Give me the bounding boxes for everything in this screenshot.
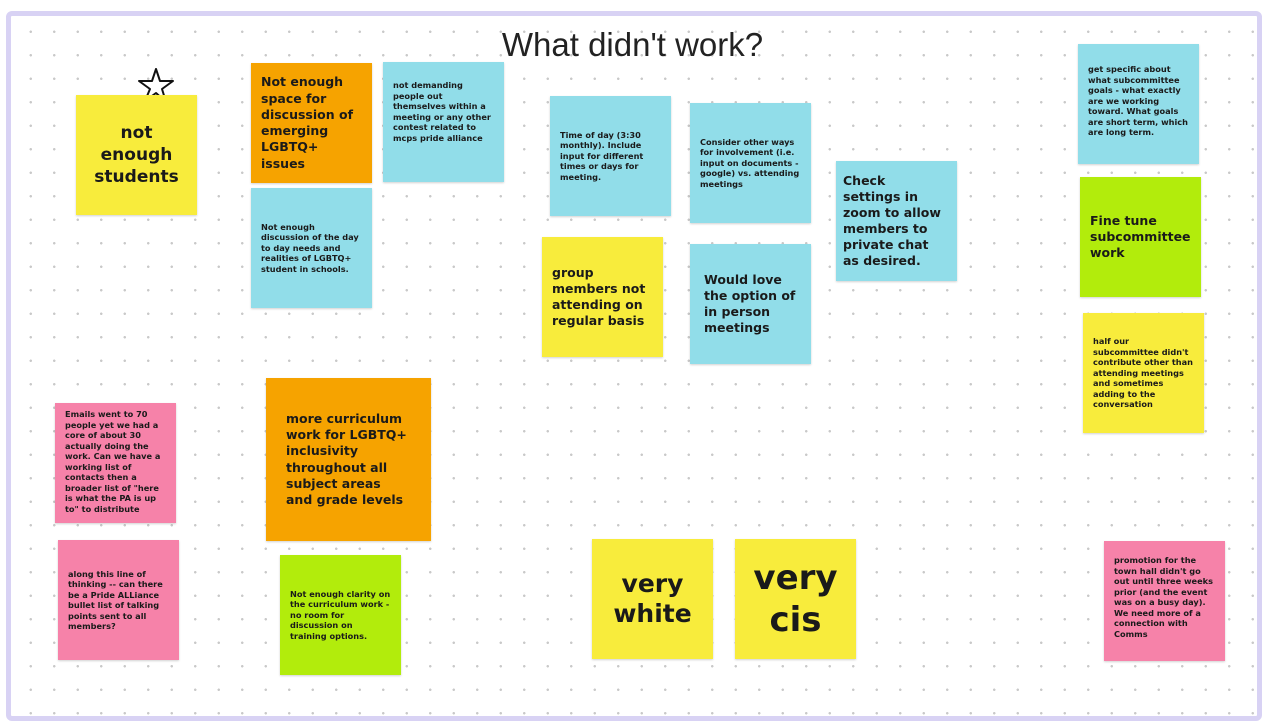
note-text: Not enough space for discussion of emerg…	[261, 74, 354, 171]
sticky-note[interactable]: get specific about what subcommittee goa…	[1078, 44, 1199, 164]
board-title: What didn't work?	[501, 26, 764, 63]
sticky-note[interactable]: Not enough discussion of the day to day …	[251, 188, 372, 308]
sticky-note[interactable]: Would love the option of in person meeti…	[690, 244, 811, 364]
note-text: Not enough discussion of the day to day …	[261, 221, 359, 274]
sticky-note[interactable]: very white	[592, 539, 713, 659]
note-text: Would love the option of in person meeti…	[704, 272, 796, 335]
note-text: half our subcommittee didn't contribute …	[1093, 336, 1193, 410]
note-text: not enough students	[94, 122, 179, 188]
sticky-note[interactable]: not enough students	[76, 95, 197, 215]
sticky-note[interactable]: promotion for the town hall didn't go ou…	[1104, 541, 1225, 661]
sticky-note[interactable]: Consider other ways for involvement (i.e…	[690, 103, 811, 223]
note-text: Time of day (3:30 monthly). Include inpu…	[560, 129, 644, 182]
star-icon	[138, 68, 174, 103]
sticky-note[interactable]: Emails went to 70 people yet we had a co…	[55, 403, 176, 523]
note-text: very white	[613, 569, 692, 628]
note-text: promotion for the town hall didn't go ou…	[1114, 555, 1213, 639]
sticky-note[interactable]: group members not attending on regular b…	[542, 237, 663, 357]
note-text: Fine tune subcommittee work	[1090, 213, 1191, 260]
sticky-note[interactable]: Fine tune subcommittee work	[1080, 177, 1201, 297]
note-text: not demanding people out themselves with…	[393, 80, 491, 143]
note-text: get specific about what subcommittee goa…	[1088, 64, 1188, 137]
note-text: Check settings in zoom to allow members …	[843, 173, 941, 268]
note-text: Consider other ways for involvement (i.e…	[700, 136, 800, 189]
sticky-note[interactable]: half our subcommittee didn't contribute …	[1083, 313, 1204, 433]
note-text: Emails went to 70 people yet we had a co…	[65, 409, 161, 514]
note-text: more curriculum work for LGBTQ+ inclusiv…	[286, 410, 407, 507]
sticky-note[interactable]: Not enough space for discussion of emerg…	[251, 63, 372, 183]
note-text: Not enough clarity on the curriculum wor…	[290, 588, 391, 641]
note-text: along this line of thinking -- can there…	[68, 568, 163, 632]
sticky-note[interactable]: not demanding people out themselves with…	[383, 62, 504, 182]
sticky-note[interactable]: very cis	[735, 539, 856, 659]
sticky-note[interactable]: Time of day (3:30 monthly). Include inpu…	[550, 96, 671, 216]
sticky-note[interactable]: more curriculum work for LGBTQ+ inclusiv…	[266, 378, 431, 541]
sticky-note[interactable]: Not enough clarity on the curriculum wor…	[280, 555, 401, 675]
note-text: very cis	[753, 557, 838, 641]
sticky-note[interactable]: Check settings in zoom to allow members …	[836, 161, 957, 281]
note-text: group members not attending on regular b…	[552, 265, 646, 328]
sticky-note[interactable]: along this line of thinking -- can there…	[58, 540, 179, 660]
